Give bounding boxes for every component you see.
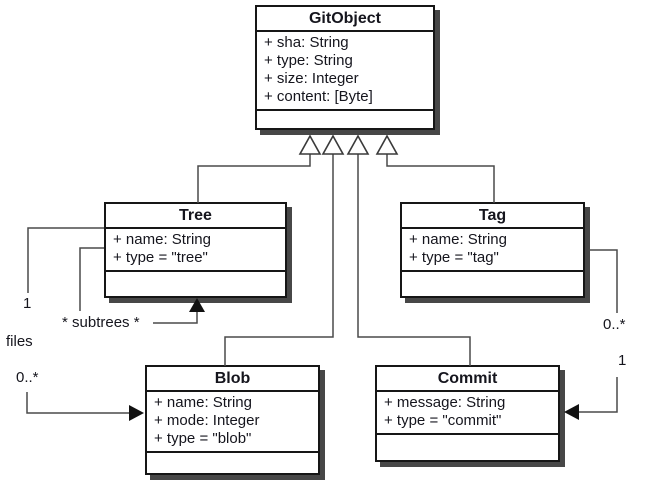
generalization-line-tree [197, 154, 311, 203]
generalization-triangle-icon [346, 134, 370, 155]
class-blob-attributes: + name: String + mode: Integer + type = … [147, 390, 318, 451]
generalization-line-tag [386, 154, 495, 203]
generalization-triangle-icon [298, 134, 322, 155]
files-multiplicity-tree-end: 1 [23, 295, 32, 312]
attribute: + type: String [264, 52, 353, 69]
class-commit: Commit + message: String + type = "commi… [375, 365, 560, 462]
subtrees-association-name: * subtrees * [62, 314, 140, 331]
attribute: + sha: String [264, 34, 349, 51]
class-commit-attributes: + message: String + type = "commit" [377, 390, 558, 433]
tag-commit-association-arrow-icon [564, 404, 579, 420]
class-commit-methods-compartment [377, 433, 558, 460]
class-tag: Tag + name: String + type = "tag" [400, 202, 585, 298]
attribute: + mode: Integer [154, 412, 260, 429]
class-tree-attributes: + name: String + type = "tree" [106, 227, 285, 270]
attribute: + type = "tree" [113, 249, 208, 266]
class-tree-name: Tree [179, 207, 212, 224]
attribute: + name: String [409, 231, 507, 248]
class-gitobject-attributes: + sha: String + type: String + size: Int… [257, 30, 433, 109]
class-blob: Blob + name: String + mode: Integer + ty… [145, 365, 320, 475]
attribute: + size: Integer [264, 70, 359, 87]
attribute: + name: String [113, 231, 211, 248]
class-gitobject: GitObject + sha: String + type: String +… [255, 5, 435, 130]
subtrees-association-line-right [153, 303, 198, 324]
generalization-triangle-icon [375, 134, 399, 155]
class-tag-name: Tag [478, 207, 507, 224]
attribute: + type = "commit" [384, 412, 502, 429]
attribute: + name: String [154, 394, 252, 411]
tag-commit-multiplicity-tag-end: 0..* [603, 316, 626, 333]
generalization-triangle-icon [321, 134, 345, 155]
tag-commit-association-line-tag-end [588, 249, 618, 313]
attribute: + type = "tag" [409, 249, 499, 266]
class-tag-attributes: + name: String + type = "tag" [402, 227, 583, 270]
subtrees-association-line-left [79, 247, 104, 311]
attribute: + type = "blob" [154, 430, 252, 447]
attribute: + message: String [384, 394, 506, 411]
class-blob-methods-compartment [147, 451, 318, 473]
class-tag-methods-compartment [402, 270, 583, 296]
tag-commit-association-line-commit-end [570, 377, 618, 413]
class-tree: Tree + name: String + type = "tree" [104, 202, 287, 298]
files-multiplicity-blob-end: 0..* [16, 369, 39, 386]
tag-commit-multiplicity-commit-end: 1 [618, 352, 627, 369]
attribute: + content: [Byte] [264, 88, 373, 105]
files-association-name: files [6, 333, 33, 350]
class-gitobject-name: GitObject [308, 10, 381, 27]
files-association-line-blob-end [26, 392, 138, 414]
subtrees-association-arrow-icon [189, 298, 205, 312]
class-tree-methods-compartment [106, 270, 285, 296]
files-association-arrow-icon [129, 405, 144, 421]
files-association-line-tree-end [27, 227, 104, 293]
class-blob-name: Blob [214, 370, 251, 387]
class-commit-name: Commit [437, 370, 498, 387]
class-gitobject-methods-compartment [257, 109, 433, 128]
